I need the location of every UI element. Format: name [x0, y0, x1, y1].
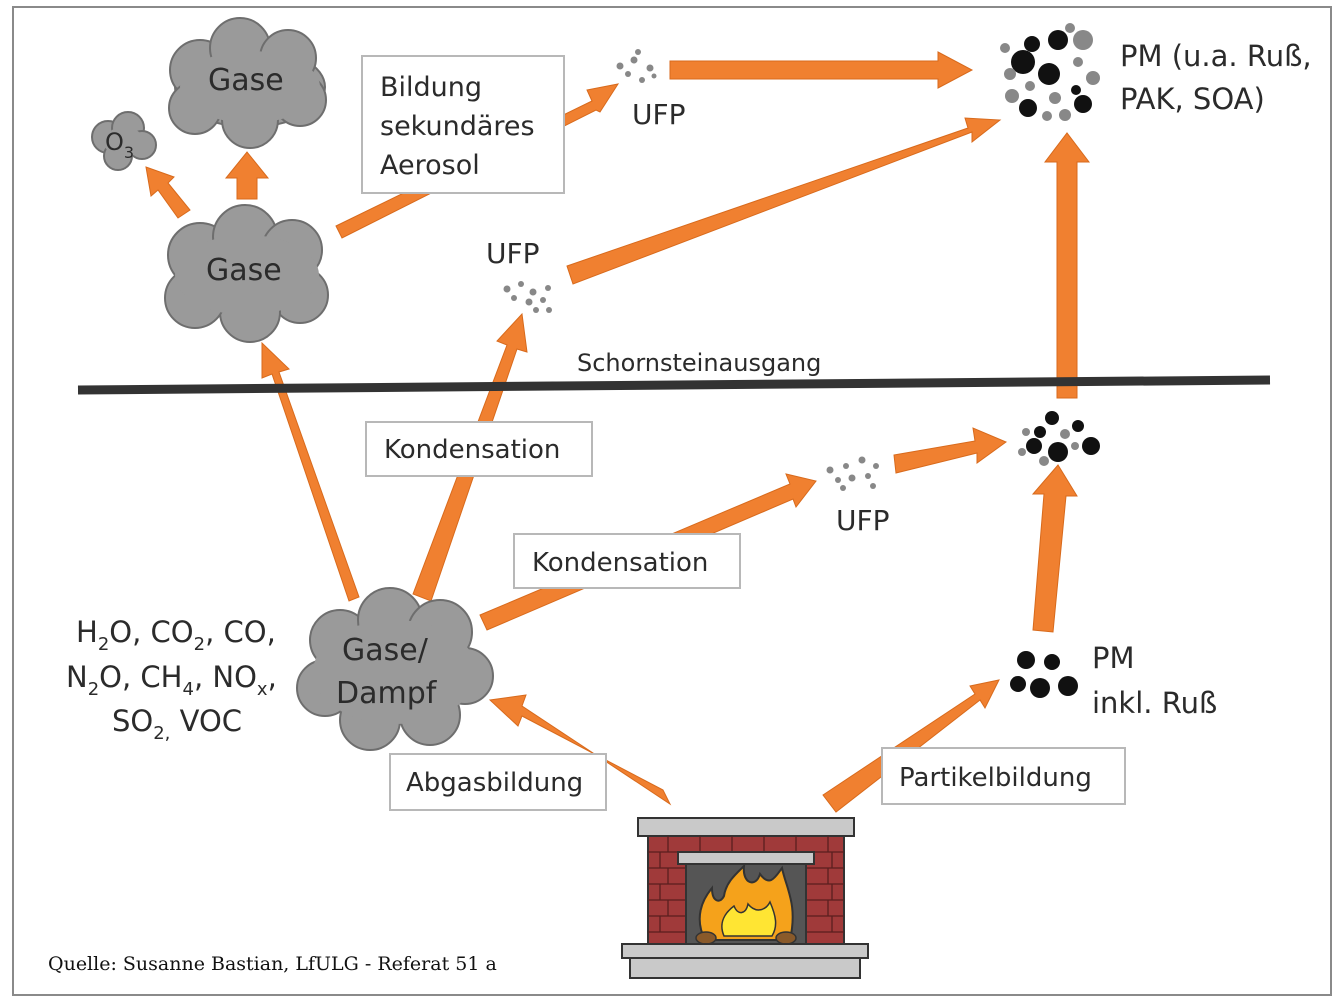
- arrow-pm-low-to-pm-mid: [1031, 464, 1078, 633]
- cloud-gase-dampf-line1: Gase/: [342, 633, 429, 668]
- arrow-gase-to-ozone: [145, 166, 191, 219]
- ufp-low-label: UFP: [836, 504, 889, 537]
- ozone-label: O3: [105, 128, 134, 162]
- cloud-gase-top-label: Gase: [208, 63, 284, 98]
- box-exhaust-formation: Abgasbildung: [389, 753, 607, 811]
- secondary-aerosol-line1: Bildung: [380, 72, 482, 103]
- particle-formation-label: Partikelbildung: [899, 763, 1092, 793]
- cloud-ozone: [91, 111, 157, 171]
- pm-mid-particles: [1018, 411, 1100, 466]
- arrow-ufp-mid-to-pm-top: [566, 117, 1002, 285]
- chimney-exit-label: Schornsteinausgang: [577, 349, 821, 377]
- source-credit: Quelle: Susanne Bastian, LfULG - Referat…: [48, 953, 497, 975]
- arrow-ufp-to-pm-top: [669, 51, 974, 89]
- emission-gases: H2O, CO2, CO, N2O, CH4, NOx, SO2, VOC: [66, 615, 277, 744]
- cloud-gase-dampf: [296, 587, 494, 751]
- emission-line-2: N2O, CH4, NOx,: [66, 660, 277, 700]
- cloud-gase-mid: [164, 204, 329, 343]
- cloud-gase-mid-label: Gase: [206, 253, 282, 288]
- ufp-mid-particles: [503, 281, 552, 313]
- fireplace-icon: [621, 817, 869, 979]
- cloud-gase-top: [168, 17, 327, 149]
- secondary-aerosol-line3: Aerosol: [380, 150, 480, 181]
- ufp-mid-label: UFP: [486, 237, 539, 270]
- cloud-gase-dampf-line2: Dampf: [336, 676, 438, 711]
- ufp-top-label: UFP: [632, 98, 685, 131]
- box-condensation-2: Kondensation: [513, 533, 741, 589]
- pm-top-line1: PM (u.a. Ruß,: [1120, 39, 1312, 73]
- pm-low-particles: [1010, 651, 1078, 698]
- box-condensation-1: Kondensation: [365, 421, 593, 477]
- secondary-aerosol-line2: sekundäres: [380, 111, 535, 142]
- ufp-low-particles: [826, 456, 879, 491]
- arrow-dampf-to-gase-mid: [261, 341, 360, 602]
- chimney-exit-line: [77, 375, 1271, 395]
- emission-line-1: H2O, CO2, CO,: [76, 615, 276, 655]
- arrow-fire-to-dampf: [488, 694, 672, 806]
- arrow-fire-to-pm-low: [822, 679, 1000, 813]
- pm-top-particles: [1000, 23, 1100, 121]
- pm-low-line2: inkl. Ruß: [1092, 686, 1217, 720]
- box-secondary-aerosol: Bildung sekundäres Aerosol: [361, 55, 565, 194]
- arrow-ufp-low-to-pm-mid: [893, 427, 1008, 474]
- arrow-gase-to-gase-top: [224, 151, 270, 200]
- condensation-1-label: Kondensation: [384, 435, 560, 465]
- arrows: [145, 51, 1091, 813]
- emission-line-3: SO2, VOC: [112, 704, 242, 744]
- box-particle-formation: Partikelbildung: [881, 747, 1126, 805]
- condensation-2-label: Kondensation: [532, 548, 708, 578]
- pm-low-line1: PM: [1092, 641, 1135, 675]
- ufp-top-particles: [616, 49, 657, 83]
- exhaust-formation-label: Abgasbildung: [406, 768, 583, 798]
- arrow-pm-mid-to-pm-top: [1043, 132, 1091, 399]
- pm-top-line2: PAK, SOA): [1120, 82, 1265, 116]
